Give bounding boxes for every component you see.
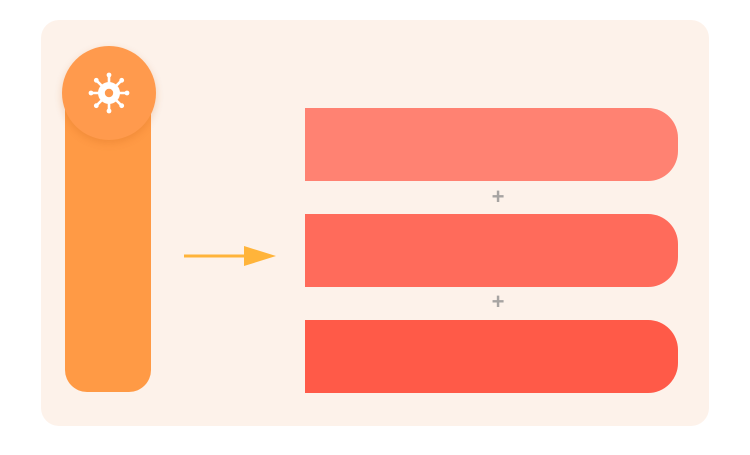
output-bar-1 <box>305 108 678 181</box>
plus-operator-2: + <box>491 289 505 314</box>
virus-icon <box>88 72 130 114</box>
plus-operator-1: + <box>491 184 505 209</box>
source-pillar <box>65 90 151 392</box>
arrow-right-icon <box>184 246 276 266</box>
output-bar-2 <box>305 214 678 287</box>
output-bar-3 <box>305 320 678 393</box>
virus-badge <box>62 46 156 140</box>
